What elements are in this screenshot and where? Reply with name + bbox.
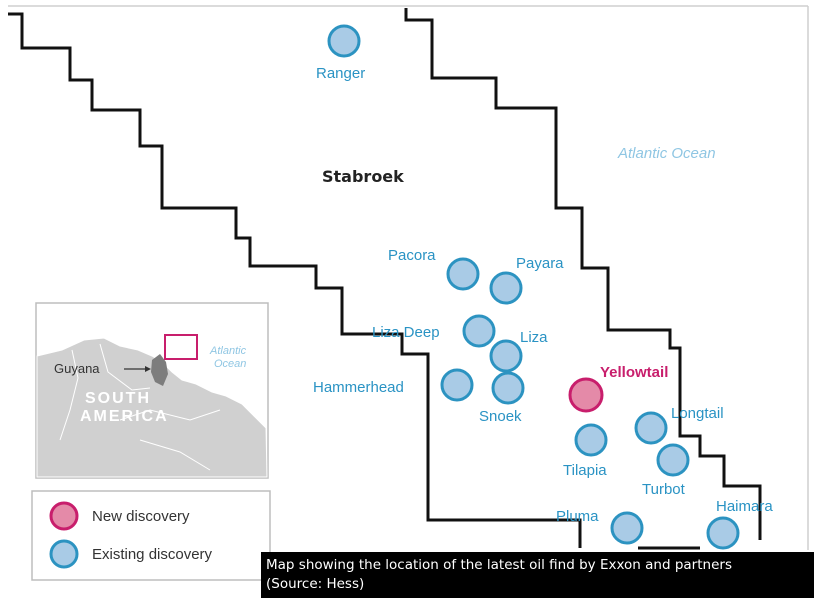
existing-discovery-icon xyxy=(610,511,644,545)
discovery-tilapia[interactable]: Tilapia xyxy=(563,423,608,479)
inset-country-label: Guyana xyxy=(54,361,100,376)
guyana-shape xyxy=(151,354,168,386)
map-caption: Map showing the location of the latest o… xyxy=(261,552,814,598)
discovery-label: Pluma xyxy=(556,508,599,525)
discovery-label: Tilapia xyxy=(563,462,607,479)
guyana-arrow-icon xyxy=(145,366,151,372)
existing-discovery-icon xyxy=(574,423,608,457)
block-label: Stabroek xyxy=(322,167,404,186)
inset-continent-label-line1: SOUTH xyxy=(85,390,151,407)
block-boundary-west xyxy=(8,12,582,548)
discovery-payara[interactable]: Payara xyxy=(489,255,564,305)
new-discovery-legend-icon xyxy=(49,501,79,531)
legend-new-label: New discovery xyxy=(92,508,190,525)
discovery-label: Liza Deep xyxy=(372,324,440,341)
south-america-landmass xyxy=(36,337,268,478)
existing-discovery-icon xyxy=(462,314,496,348)
caption-line-1: Map showing the location of the latest o… xyxy=(266,557,732,573)
new-discovery-icon xyxy=(568,377,604,413)
ocean-label: Atlantic Ocean xyxy=(617,145,716,162)
discovery-pacora[interactable]: Pacora xyxy=(388,247,480,291)
existing-discovery-icon xyxy=(489,271,523,305)
existing-discovery-icon xyxy=(440,368,474,402)
inset-continent-label-line2: AMERICA xyxy=(80,408,169,425)
discovery-label: Haimara xyxy=(716,498,773,515)
discovery-ranger[interactable]: Ranger xyxy=(316,24,365,82)
existing-discovery-icon xyxy=(656,443,690,477)
discovery-turbot[interactable]: Turbot xyxy=(642,443,690,498)
existing-discovery-icon xyxy=(491,371,525,405)
legend: New discovery Existing discovery xyxy=(31,490,271,581)
discovery-snoek[interactable]: Snoek xyxy=(479,371,525,425)
discovery-label: Ranger xyxy=(316,65,365,82)
existing-discovery-legend-icon xyxy=(49,539,79,569)
discovery-liza-deep[interactable]: Liza Deep xyxy=(372,314,496,348)
discovery-yellowtail[interactable]: Yellowtail xyxy=(568,364,668,413)
existing-discovery-icon xyxy=(446,257,480,291)
inset-ocean-label-line2: Ocean xyxy=(214,358,246,370)
existing-discovery-icon xyxy=(706,516,740,550)
discovery-label: Hammerhead xyxy=(313,379,404,396)
existing-discovery-icon xyxy=(634,411,668,445)
discovery-longtail[interactable]: Longtail xyxy=(634,405,724,445)
discovery-label: Turbot xyxy=(642,481,686,498)
discovery-label: Longtail xyxy=(671,405,724,422)
caption-line-2: (Source: Hess) xyxy=(266,576,365,592)
block-boundary-east xyxy=(404,8,762,540)
discovery-liza[interactable]: Liza xyxy=(489,329,548,373)
legend-existing-label: Existing discovery xyxy=(92,546,213,563)
discovery-label: Payara xyxy=(516,255,564,272)
discovery-pluma[interactable]: Pluma xyxy=(556,508,644,545)
discovery-label: Snoek xyxy=(479,408,522,425)
inset-highlight-box xyxy=(164,334,198,360)
discovery-label: Yellowtail xyxy=(600,364,668,381)
existing-discovery-icon xyxy=(489,339,523,373)
discovery-label: Liza xyxy=(520,329,548,346)
discovery-haimara[interactable]: Haimara xyxy=(706,498,773,550)
inset-map: Guyana Atlantic Ocean SOUTH AMERICA xyxy=(35,302,269,479)
discovery-label: Pacora xyxy=(388,247,436,264)
discovery-hammerhead[interactable]: Hammerhead xyxy=(313,368,474,402)
existing-discovery-icon xyxy=(327,24,361,58)
inset-ocean-label-line1: Atlantic xyxy=(209,345,247,357)
inset-internal-borders xyxy=(59,343,221,471)
